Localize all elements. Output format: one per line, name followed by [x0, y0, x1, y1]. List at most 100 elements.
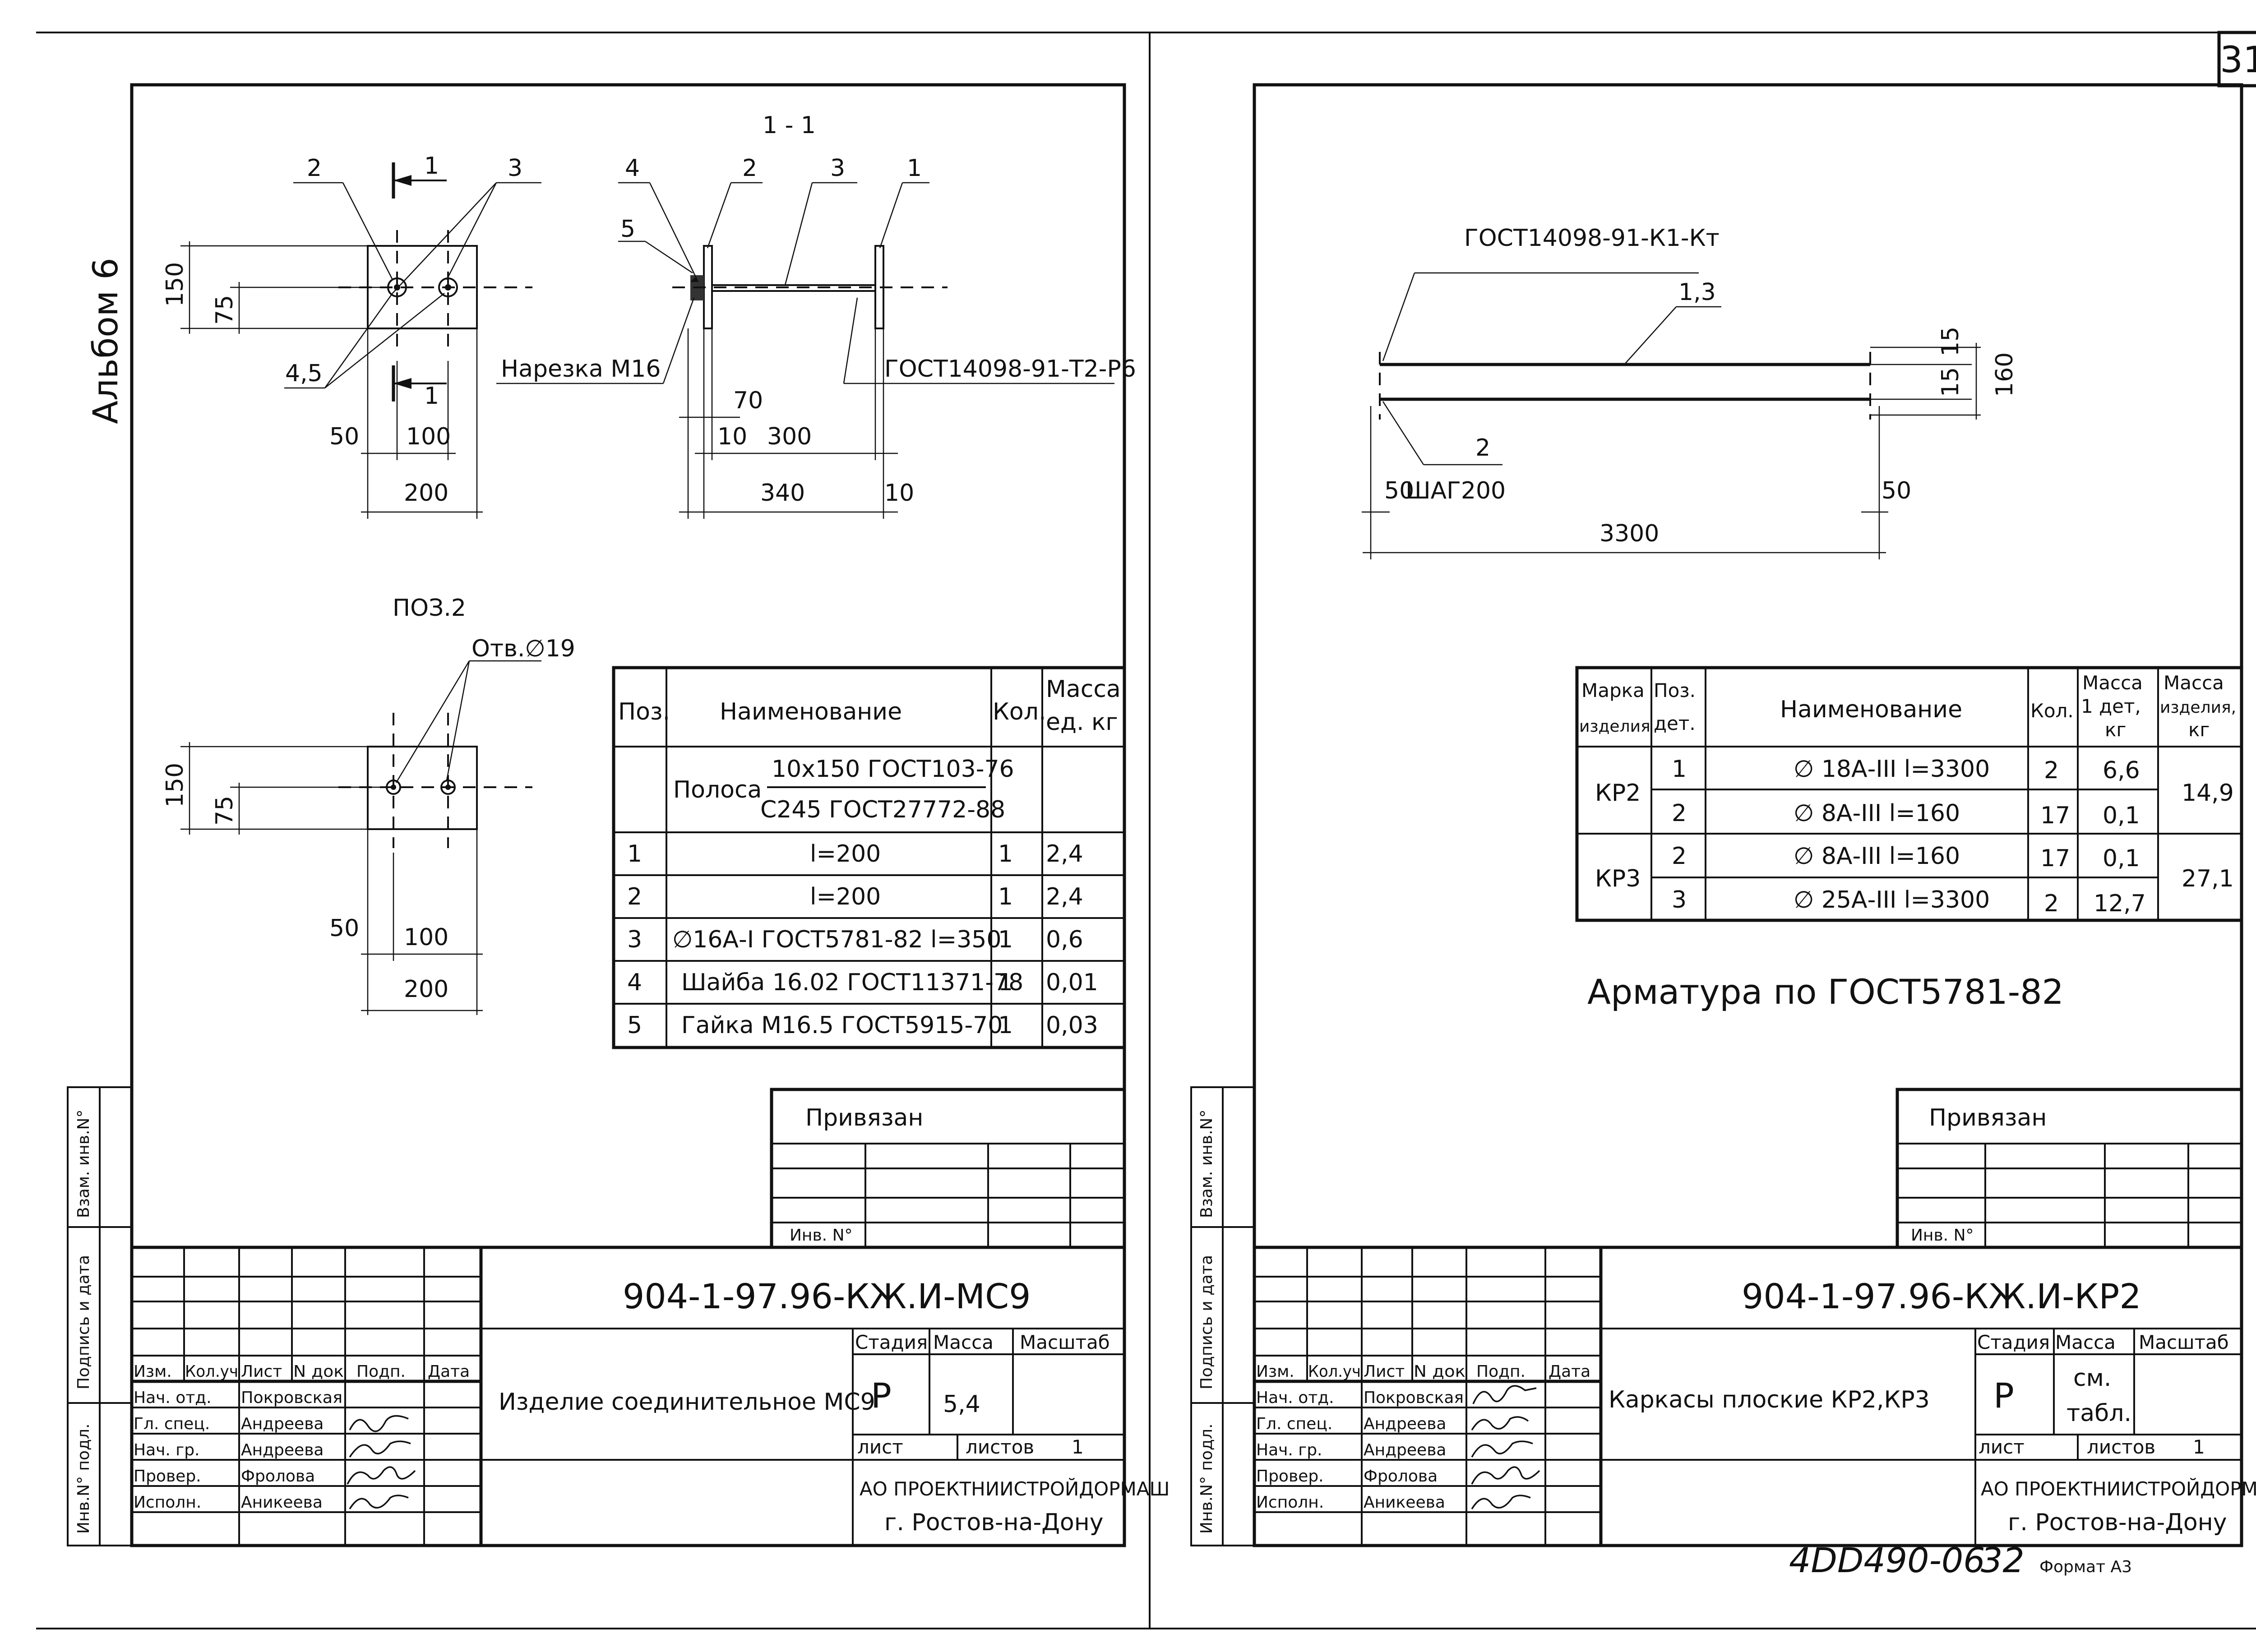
tbl-h-mass1: Масса [2082, 672, 2143, 694]
spec-r2-qty: 1 [998, 883, 1013, 910]
tbl-r2-qty: 17 [2040, 802, 2070, 829]
inv-no-label: Инв. N° [790, 1226, 853, 1245]
tbl-h-pos: Поз. [1654, 679, 1696, 701]
format-label: Формат А3 [2039, 1558, 2132, 1576]
dim-10b: 10 [884, 480, 914, 507]
signature-3 [347, 1466, 416, 1485]
callout-2-section: 2 [742, 155, 757, 182]
spec-r5-qty: 1 [998, 1012, 1013, 1039]
dim-15-top: 15 [1937, 327, 1964, 356]
stamp-role-3: Нач. гр. [134, 1441, 200, 1459]
sheet-label: лист [857, 1436, 903, 1458]
right-sheet: Взам. инв.N° Подпись и дата Инв.N° подл.… [1190, 83, 2256, 1547]
pos2-dim-200: 200 [404, 976, 448, 1003]
tbl-h-mark: Марка [1581, 679, 1645, 701]
side-label-vzam: Взам. инв.N° [74, 1110, 93, 1218]
stamp-name-2-right: Андреева [1364, 1415, 1446, 1433]
stamp-role-4-right: Провер. [1256, 1467, 1324, 1486]
spec-material-bottom: С245 ГОСТ27772-88 [760, 796, 1005, 823]
weld-label-right: ГОСТ14098-91-К1-Кт [1464, 225, 1720, 252]
stamp-name-5-right: Аникеева [1364, 1493, 1445, 1512]
stamp-name-1-right: Покровская [1364, 1389, 1464, 1407]
spec-r4-mass: 0,01 [1046, 969, 1098, 996]
callout-1-3: 1,3 [1678, 279, 1716, 306]
spec-h-qty: Кол. [993, 698, 1046, 725]
title-block: 904-1-97.96-КЖ.И-МС9 Изделие соединитель… [132, 1246, 1170, 1546]
tbl-total-kr2: 14,9 [2182, 780, 2234, 807]
stage-header: Стадия [855, 1331, 928, 1353]
side-label-vzam-right: Взам. инв.N° [1197, 1110, 1216, 1218]
tbl-h-name: Наименование [1780, 696, 1962, 723]
signature-r3 [1471, 1466, 1540, 1485]
hole-label: Отв.∅19 [472, 635, 575, 662]
org-line2-right: г. Ростов-на-Дону [2008, 1509, 2227, 1536]
spec-r2-name: l=200 [810, 883, 881, 910]
spec-r3-qty: 1 [998, 926, 1013, 953]
spec-r5-pos: 5 [627, 1012, 642, 1039]
tbl-mark-kr3: КР3 [1595, 865, 1641, 892]
sheets-label-right: листов [2087, 1436, 2155, 1458]
tbl-r2-name: ∅ 8А-III l=160 [1794, 800, 1960, 827]
sheets-count-right: 1 [2193, 1436, 2205, 1458]
privyazan-box-right: Привязан Инв. N° [1895, 1088, 2242, 1247]
doc-code: 904-1-97.96-КЖ.И-МС9 [623, 1276, 1031, 1316]
privyazan-label: Привязан [805, 1104, 923, 1131]
dim-15-bottom: 15 [1937, 367, 1964, 397]
title-text-right: Каркасы плоские КР2,КР3 [1609, 1386, 1930, 1413]
spec-r3-pos: 3 [627, 926, 642, 953]
spec-r1-mass: 2,4 [1046, 840, 1083, 868]
tbl-r1-mass: 6,6 [2103, 757, 2140, 784]
stamp-role-1-right: Нач. отд. [1256, 1389, 1334, 1407]
tbl-r4-pos: 3 [1672, 886, 1687, 914]
pos2-dim-150: 150 [162, 763, 189, 808]
sheet-label-right: лист [1979, 1436, 2025, 1458]
tbl-r1-name: ∅ 18А-III l=3300 [1794, 756, 1990, 783]
tbl-r2-pos: 2 [1672, 800, 1687, 827]
pos2-dim-100: 100 [404, 924, 448, 951]
stamp-h-izm: Изм. [134, 1362, 172, 1381]
callout-4: 4 [625, 155, 640, 182]
scale-header-right: Масштаб [2139, 1331, 2229, 1353]
callout-2: 2 [307, 155, 322, 182]
stamp-name-3: Андреева [241, 1441, 324, 1459]
rebar-note: Арматура по ГОСТ5781-82 [1587, 972, 2064, 1012]
section-label: 1 - 1 [763, 112, 816, 139]
scale-header: Масштаб [1020, 1331, 1110, 1353]
stamp-name-2: Андреева [241, 1415, 324, 1433]
title-text: Изделие соединительное МС9 [499, 1389, 875, 1416]
tbl-total-kr3: 27,1 [2182, 865, 2234, 892]
mass-header: Масса [933, 1331, 994, 1353]
spec-r2-pos: 2 [627, 883, 642, 910]
pos2-view: ПОЗ.2 Отв.∅19 150 75 50 100 200 [162, 595, 575, 1015]
side-label-inv-right: Инв.N° подл. [1197, 1424, 1216, 1534]
stamp-h-podp: Подп. [356, 1362, 406, 1381]
signature-r2 [1471, 1440, 1533, 1458]
tbl-h-mass2: Масса [2164, 672, 2224, 694]
spec-h-pos: Поз. [618, 698, 670, 725]
pos2-dim-75: 75 [211, 796, 238, 826]
stamp-role-2: Гл. спец. [134, 1415, 210, 1433]
stamp-h-ndok-right: N док [1414, 1362, 1465, 1381]
spec-r2-mass: 2,4 [1046, 883, 1083, 910]
spec-r1-pos: 1 [627, 840, 642, 868]
step-label: ШАГ200 [1405, 477, 1506, 504]
stamp-h-list-right: Лист [1364, 1362, 1405, 1381]
inv-no-label-right: Инв. N° [1911, 1226, 1974, 1245]
tbl-r4-mass: 12,7 [2094, 890, 2146, 917]
side-label-inv: Инв.N° подл. [74, 1424, 93, 1534]
pos2-dim-50: 50 [329, 915, 359, 942]
rebar-table: Марка изделия Поз. дет. Наименование Кол… [1575, 666, 2243, 922]
stamp-role-3-right: Нач. гр. [1256, 1441, 1322, 1459]
stage-value: Р [871, 1375, 892, 1416]
stamp-h-kol-right: Кол.уч [1308, 1362, 1361, 1381]
spec-r1-name: l=200 [810, 840, 881, 868]
stamp-h-podp-right: Подп. [1476, 1362, 1526, 1381]
dim-10a: 10 [717, 423, 747, 450]
tbl-h-mass2b: изделия, [2160, 698, 2236, 717]
callout-4-5: 4,5 [285, 360, 323, 387]
privyazan-label-right: Привязан [1929, 1104, 2047, 1131]
dim-50-left: 50 [1384, 477, 1414, 504]
tbl-r3-mass: 0,1 [2103, 845, 2140, 872]
title-block-right: 904-1-97.96-КЖ.И-КР2 Каркасы плоские КР2… [1254, 1246, 2256, 1546]
mass-header-right: Масса [2055, 1331, 2116, 1353]
